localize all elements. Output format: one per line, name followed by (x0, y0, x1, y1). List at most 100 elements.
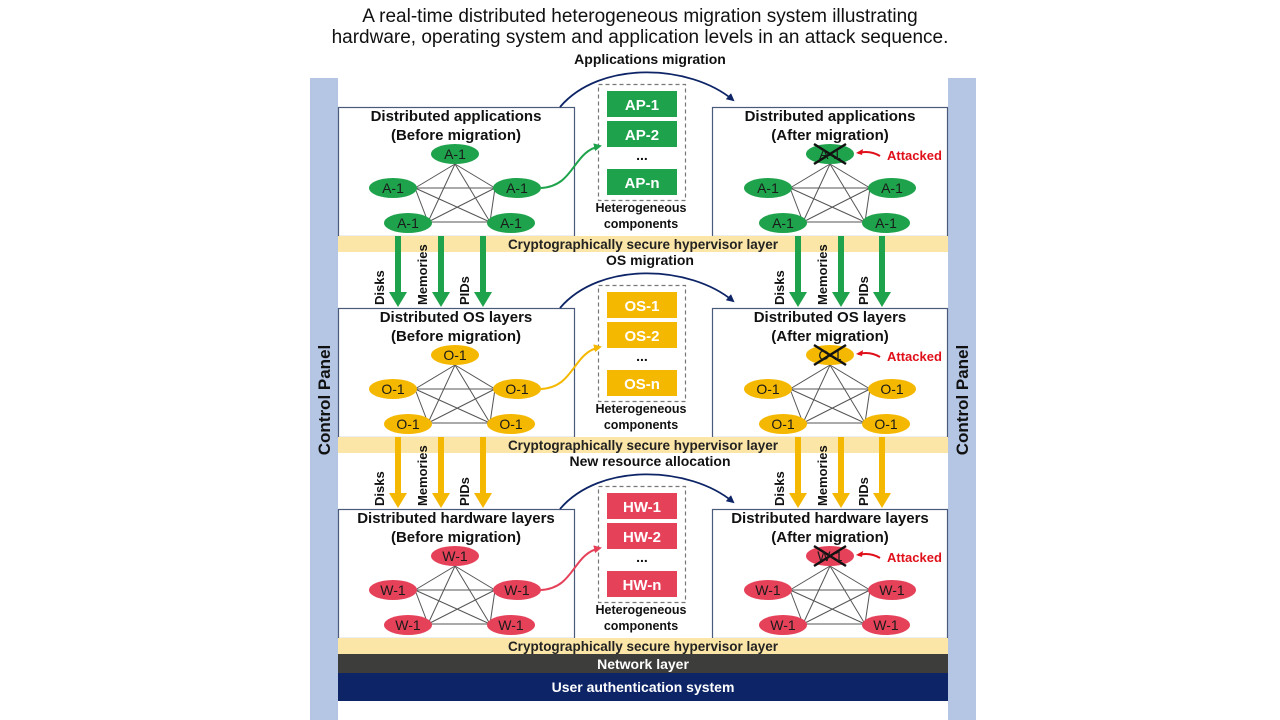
attacked-label: Attacked (887, 148, 942, 163)
node-ellipse (431, 546, 479, 566)
network-edge (789, 565, 831, 591)
resource-label: Disks (372, 270, 387, 305)
node-ellipse (384, 615, 432, 635)
component-link-arrow (540, 545, 602, 591)
component-box (607, 493, 677, 519)
resource-arrowhead (873, 493, 891, 508)
network-edge (454, 364, 496, 390)
before-title: Distributed OS layers (380, 309, 533, 326)
after-subtitle: (After migration) (771, 127, 889, 144)
resource-label: Memories (815, 244, 830, 305)
node-ellipse (487, 414, 535, 434)
resource-label: Memories (815, 445, 830, 506)
node-ellipse (384, 414, 432, 434)
resource-arrowhead (432, 292, 450, 307)
resource-arrowhead (474, 493, 492, 508)
node-label: O-1 (381, 381, 405, 397)
network-edge (829, 163, 871, 189)
network-layer-label: Network layer (597, 656, 689, 672)
component-label: AP-1 (625, 97, 659, 114)
control-panel-right-label: Control Panel (953, 345, 972, 456)
node-ellipse (493, 178, 541, 198)
node-ellipse (868, 580, 916, 600)
attacked-label: Attacked (887, 550, 942, 565)
attacked-arrowhead-icon (856, 551, 863, 557)
network-edge (802, 163, 831, 223)
network-edge (414, 589, 491, 625)
node-ellipse (431, 345, 479, 365)
network-edge (427, 364, 456, 424)
node-label: A-1 (819, 146, 841, 162)
node-label: A-1 (506, 180, 528, 196)
after-box-1 (711, 307, 949, 439)
component-box (607, 91, 677, 117)
heterogeneous-label: Heterogeneous (596, 603, 687, 617)
network-edge (789, 187, 866, 223)
network-edge (414, 163, 456, 189)
network-edge (454, 163, 496, 189)
components-ellipsis: ... (636, 147, 648, 163)
node-label: A-1 (444, 146, 466, 162)
node-label: O-1 (756, 381, 780, 397)
attacked-cross-icon (813, 142, 847, 166)
node-label: W-1 (873, 617, 899, 633)
after-title: Distributed applications (745, 108, 916, 125)
node-ellipse (384, 213, 432, 233)
node-label: W-1 (442, 548, 468, 564)
network-edge (802, 388, 871, 424)
after-title: Distributed OS layers (754, 309, 907, 326)
before-subtitle: (Before migration) (391, 529, 521, 546)
components-label: components (604, 418, 678, 432)
node-ellipse (493, 580, 541, 600)
component-link-arrow (540, 344, 602, 390)
after-box-2 (711, 508, 949, 640)
network-layer (338, 654, 948, 673)
migration-label-1: OS migration (606, 252, 694, 268)
attacked-arrowhead-icon (856, 350, 863, 356)
control-panel-left-label: Control Panel (315, 345, 334, 456)
hypervisor-label: Cryptographically secure hypervisor laye… (508, 237, 779, 252)
user-authentication-layer (338, 673, 948, 701)
network-edge (414, 364, 456, 390)
migration-curve-arrow (559, 71, 735, 108)
network-edge (829, 364, 866, 424)
resource-label: PIDs (856, 276, 871, 305)
resource-label: PIDs (457, 276, 472, 305)
node-label: A-1 (397, 215, 419, 231)
after-box-0 (711, 106, 949, 238)
node-ellipse (862, 414, 910, 434)
user-authentication-label: User authentication system (552, 679, 735, 695)
migration-curve-arrow (559, 473, 735, 510)
node-label: O-1 (396, 416, 420, 432)
hypervisor-label: Cryptographically secure hypervisor laye… (508, 438, 779, 453)
node-label: A-1 (382, 180, 404, 196)
node-label: W-1 (395, 617, 421, 633)
node-ellipse (744, 178, 792, 198)
component-label: HW-1 (623, 499, 661, 516)
component-link-arrow (540, 143, 602, 189)
attacked-label: Attacked (887, 349, 942, 364)
node-ellipse (862, 615, 910, 635)
node-label: W-1 (770, 617, 796, 633)
network-edge (427, 163, 456, 223)
resource-label: Memories (415, 445, 430, 506)
network-edge (454, 565, 491, 625)
node-ellipse (868, 178, 916, 198)
migration-label-0: Applications migration (574, 51, 726, 67)
component-label: OS-n (624, 376, 660, 393)
title-line-1: A real-time distributed heterogeneous mi… (362, 6, 918, 27)
network-edge (427, 388, 496, 424)
component-box (607, 523, 677, 549)
before-box-1 (337, 307, 576, 439)
resource-arrowhead (432, 493, 450, 508)
resource-arrowhead (832, 292, 850, 307)
resource-arrowhead (789, 493, 807, 508)
component-label: OS-1 (624, 298, 659, 315)
network-edge (864, 187, 871, 223)
node-ellipse (868, 379, 916, 399)
after-subtitle: (After migration) (771, 328, 889, 345)
